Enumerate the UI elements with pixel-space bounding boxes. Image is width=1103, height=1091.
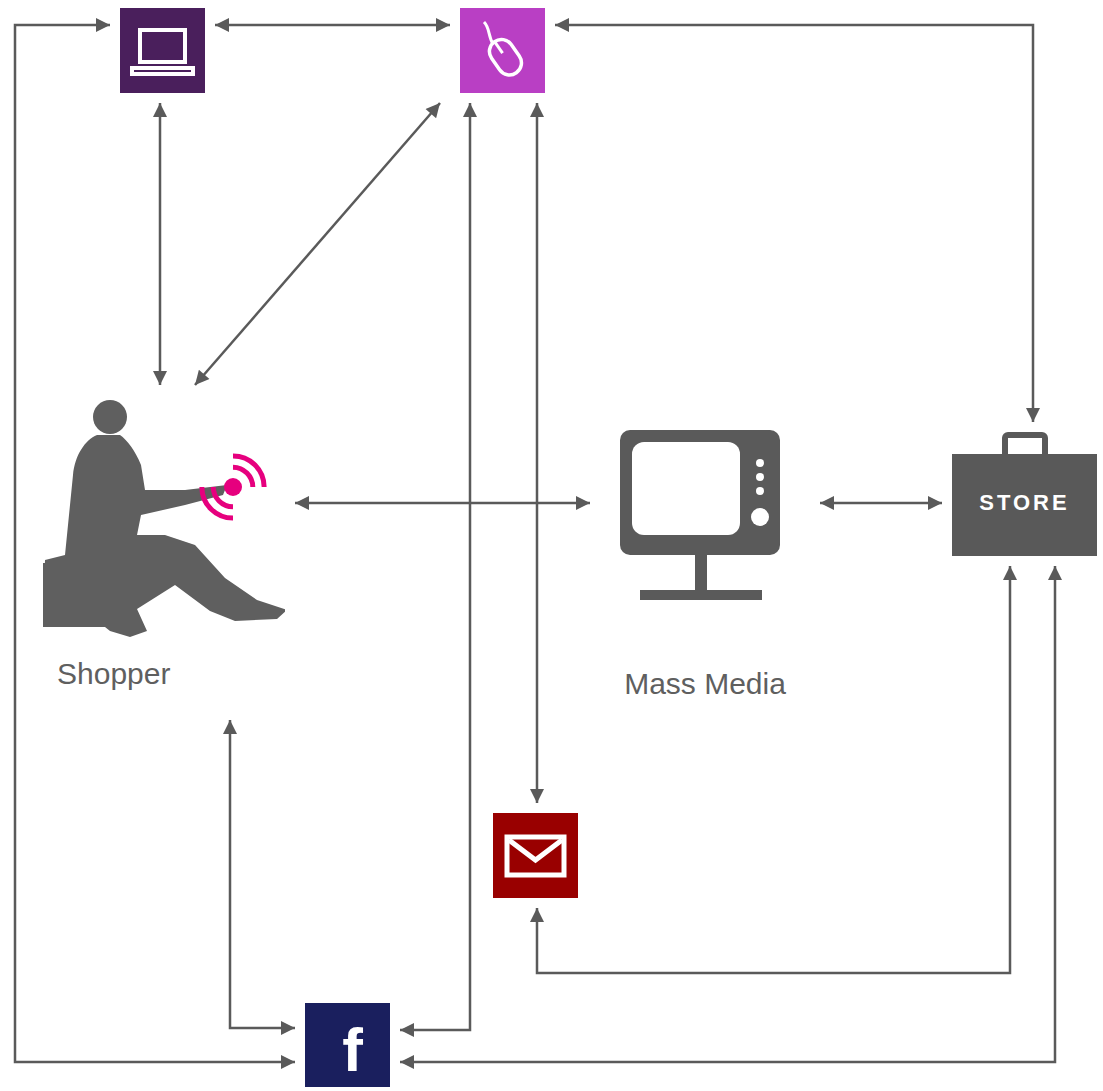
connector-arrow [230,720,295,1028]
node-label: Mass Media [600,425,810,701]
laptop-icon [120,8,205,93]
connector-arrow [159,103,162,385]
connector-arrow [215,24,450,27]
connector-arrow [537,566,1010,973]
shopper-figure: Shopper [35,395,285,710]
email-icon-art [493,813,578,898]
connector-arrow [15,25,295,1062]
mass-media-tv: Mass Media [600,425,810,710]
connector-arrow [195,103,440,385]
connector-arrow [400,566,1055,1062]
connector-arrow [536,103,539,803]
node-label: f [305,1003,390,1081]
connector-arrow [400,103,470,1030]
connector-arrow [555,25,1033,422]
connector-arrow [820,502,942,505]
email-icon [493,813,578,898]
store-bag: STORE [952,432,1097,556]
node-label: STORE [952,432,1097,516]
facebook-icon: f [305,1003,390,1087]
mouse-icon-art [460,8,545,93]
node-label: Shopper [35,395,285,691]
mouse-icon [460,8,545,93]
connector-arrow [295,502,590,505]
laptop-icon-art [120,8,205,93]
